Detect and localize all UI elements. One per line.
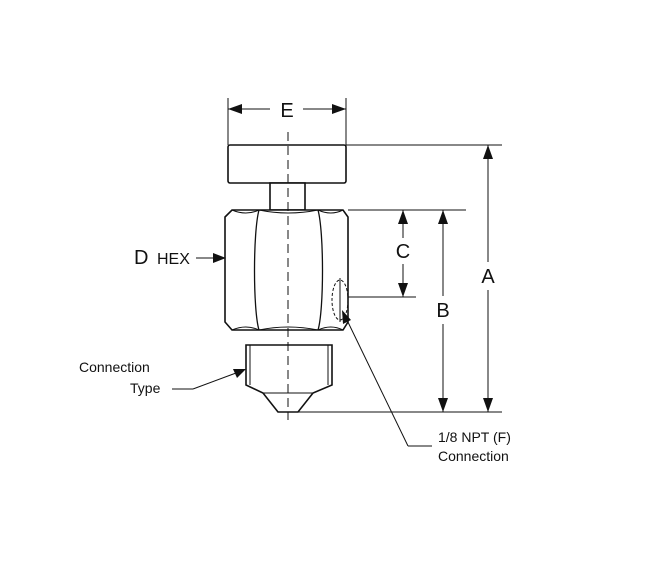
hex-flat-right	[317, 209, 324, 331]
arrow-a-bottom	[483, 398, 493, 412]
arrow-npt	[342, 310, 351, 324]
dimension-e-label: E	[280, 100, 293, 122]
arrow-connection-type	[233, 369, 246, 378]
hex-letter-label: D	[134, 247, 148, 269]
arrow-b-top	[438, 210, 448, 224]
npt-line2: Connection	[438, 448, 509, 464]
dimension-b: B	[436, 210, 450, 412]
hex-flat-left	[253, 209, 260, 331]
hex-body	[224, 209, 349, 331]
arrow-b-bottom	[438, 398, 448, 412]
arrow-hex	[213, 253, 226, 263]
hex-word-label: HEX	[157, 251, 190, 268]
dimension-a: A	[481, 145, 495, 412]
dimension-b-label: B	[436, 300, 449, 322]
npt-line1: 1/8 NPT (F)	[438, 429, 511, 445]
connection-type-line1: Connection	[79, 359, 150, 375]
hex-callout: D HEX	[134, 247, 226, 269]
arrow-c-bottom	[398, 283, 408, 297]
dimension-e: E	[228, 100, 346, 122]
hex-chamfer-bottom	[231, 326, 344, 331]
arrow-c-top	[398, 210, 408, 224]
npt-callout: 1/8 NPT (F) Connection	[342, 310, 511, 464]
arrow-e-right	[332, 104, 346, 114]
thread-connection	[245, 344, 333, 413]
hex-chamfer-top	[231, 209, 344, 214]
dimension-c: C	[396, 210, 410, 297]
extension-lines	[227, 98, 502, 413]
dimension-c-label: C	[396, 241, 410, 263]
connection-type-callout: Connection Type	[79, 359, 246, 396]
connection-type-line2: Type	[130, 380, 161, 396]
part-outline	[224, 132, 349, 420]
arrow-e-left	[228, 104, 242, 114]
top-cap	[227, 144, 347, 184]
arrow-a-top	[483, 145, 493, 159]
dimension-a-label: A	[481, 266, 495, 288]
